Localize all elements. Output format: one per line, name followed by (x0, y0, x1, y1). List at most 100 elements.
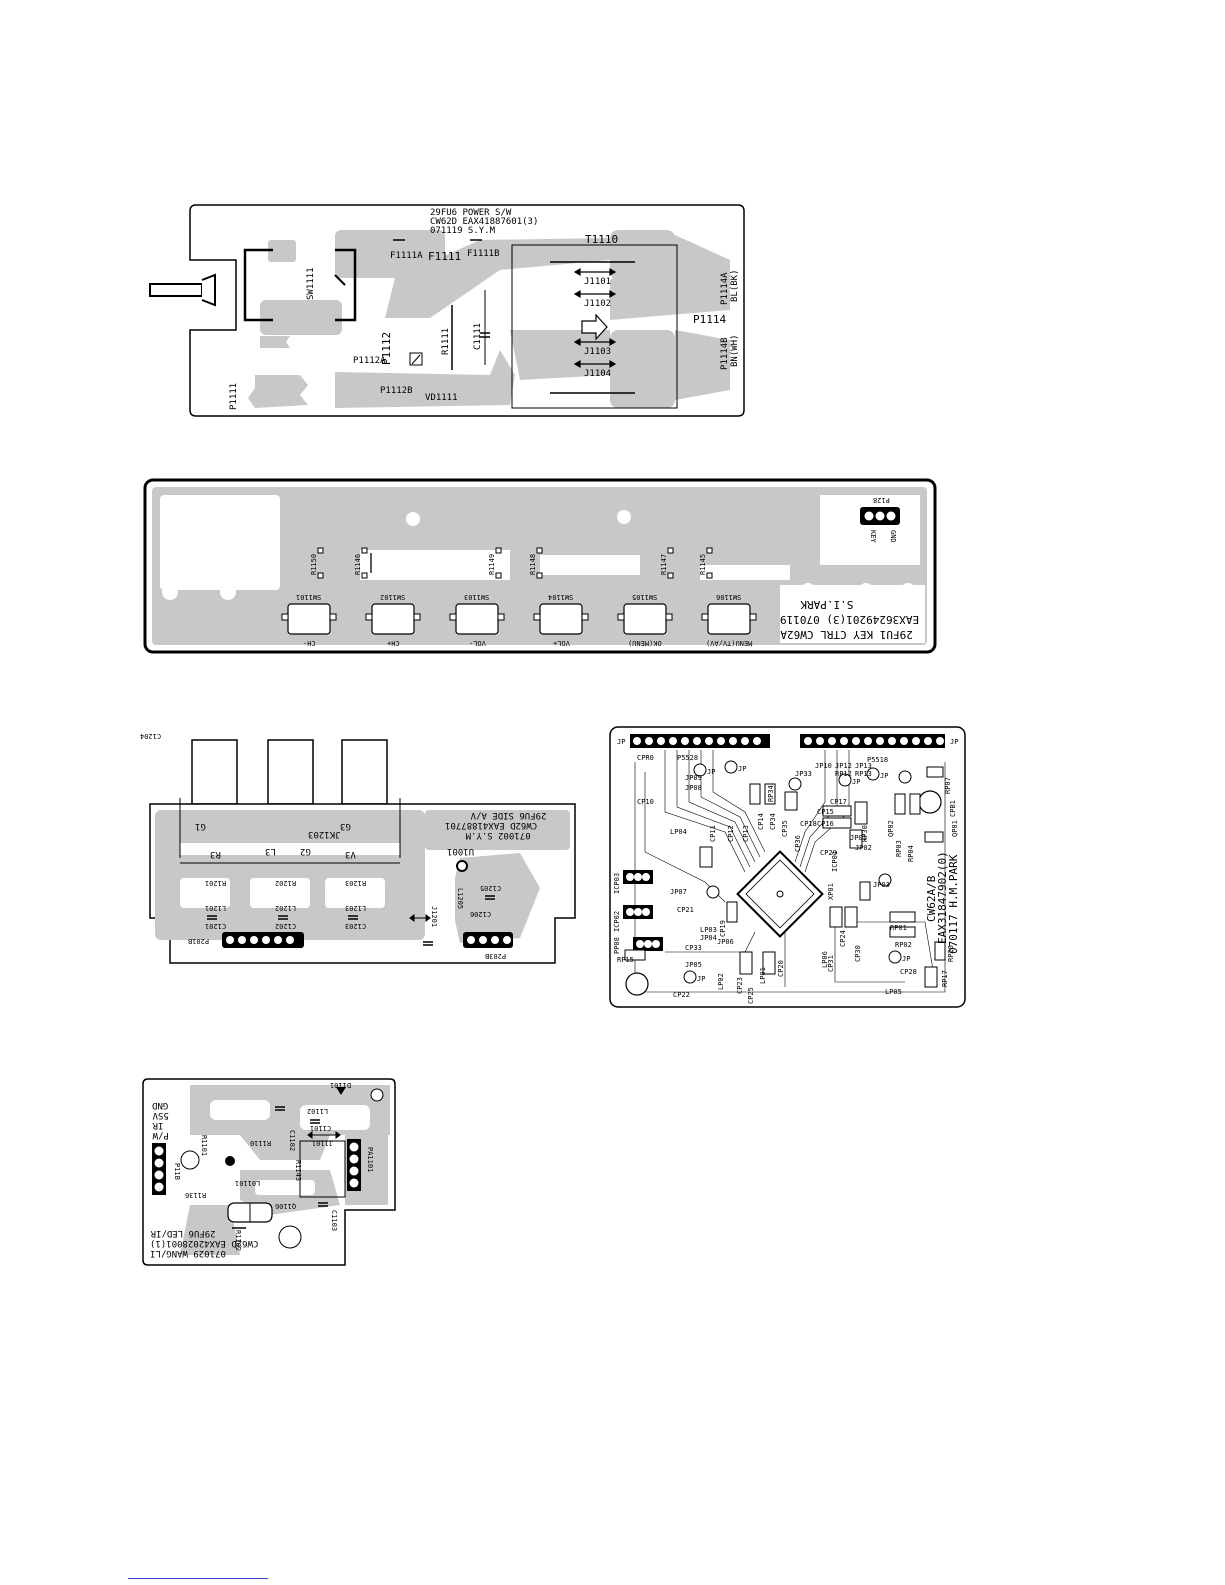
side-header-line-2: CW62D EAX41887701 (445, 820, 537, 830)
key-switch-sw1104: SW1104 (548, 593, 573, 601)
main-label-lp01: LP01 (759, 967, 767, 984)
side-label-c1203: C1203 (345, 922, 366, 930)
main-label-icp03: ICP03 (613, 873, 621, 894)
power-label-j1101: J1101 (584, 277, 611, 287)
side-label-p203b: P203B (485, 952, 506, 960)
led-ir-board: 29FU6 LED/IR CW62D EAX42028001(1) 071029… (140, 1075, 400, 1275)
main-label-rp13: RP13 (855, 770, 872, 778)
main-label-lp05: LP05 (885, 988, 902, 996)
power-label-sw1111: SW1111 (306, 267, 316, 300)
side-label-r3: R3 (210, 849, 221, 859)
main-label-jp09: JP09 (685, 774, 702, 782)
main-label-cp28: CP28 (900, 968, 917, 976)
main-label-jp08: JP08 (685, 784, 702, 792)
side-label-jk1203: JK1203 (308, 829, 341, 839)
main-label-jp10: JP10 (815, 762, 832, 770)
side-header-line-1: 29FU6 SIDE A/V (470, 810, 546, 820)
side-label-l1203: L1203 (345, 904, 366, 912)
key-res-r1148: R1148 (529, 554, 537, 575)
footer-rule (128, 1578, 268, 1579)
key-label-ch-minus: CH- (303, 639, 316, 647)
power-switch-board: 29FU6 POWER S/W CW62D EAX41887601(3) 071… (140, 200, 750, 425)
side-av-board: 29FU6 SIDE A/V CW62D EAX41887701 071002 … (140, 732, 585, 970)
side-label-j1201: J1201 (430, 906, 438, 927)
led-label-l01101: L01101 (235, 1179, 260, 1187)
side-label-c1205: C1205 (480, 884, 501, 892)
key-label-ok-menu: OK(MENU) (628, 639, 662, 647)
main-label-cp33: CP33 (685, 944, 702, 952)
led-label-j1101: J1101 (312, 1139, 333, 1147)
key-switch-sw1103: SW1103 (464, 593, 489, 601)
main-label-jp02: JP02 (855, 844, 872, 852)
power-label-bl-bk: BL(BK) (730, 269, 740, 302)
power-label-f1111b: F1111B (467, 249, 500, 259)
main-label-lp02: LP02 (717, 973, 725, 990)
side-label-g3: G3 (340, 821, 351, 831)
power-label-j1102: J1102 (584, 299, 611, 309)
key-res-r1149: R1149 (488, 554, 496, 575)
main-label-cp17: CP17 (830, 798, 847, 806)
main-label-cp18: CP18 (800, 820, 817, 828)
main-label-cp22: CP22 (673, 991, 690, 999)
key-header-line-1-display: 29FU1 KEY CTRL CW62A (780, 628, 913, 641)
main-label-jp-7: JP (697, 975, 705, 983)
main-label-jp-6: JP (880, 772, 888, 780)
main-label-jp-8: JP (902, 955, 910, 963)
main-label-jp12: JP12 (835, 762, 852, 770)
main-label-rp02: RP02 (895, 941, 912, 949)
key-res-r1145: R1145 (699, 554, 707, 575)
power-label-p1112: P1112 (380, 332, 393, 365)
main-label-cp34: CP34 (769, 813, 777, 830)
main-label-pp08: PP08 (613, 937, 621, 954)
led-label-r1101: R1101 (200, 1135, 208, 1156)
power-label-p1111: P1111 (229, 383, 239, 410)
main-label-lp03: LP03 (700, 926, 717, 934)
power-label-vd1111: VD1111 (425, 393, 458, 403)
main-label-cp14: CP14 (757, 813, 765, 830)
led-label-c1101: C1101 (310, 1124, 331, 1132)
side-label-v3: V3 (345, 849, 356, 859)
main-label-jp03: JP03 (873, 881, 890, 889)
main-label-jp33: JP33 (795, 770, 812, 778)
led-label-r1110: R1110 (250, 1139, 271, 1147)
main-label-cp30: CP30 (854, 945, 862, 962)
key-res-r1147: R1147 (660, 554, 668, 575)
key-connector-p128: P128 (873, 496, 890, 504)
main-label-jp-4: JP (738, 765, 746, 773)
led-header-line-3: 071029 WANG/LI (150, 1248, 226, 1258)
led-pin-pw: P/W (152, 1130, 169, 1140)
main-label-cp12: CP12 (727, 825, 735, 842)
main-label-p5528: P5528 (677, 754, 698, 762)
power-label-bn-wh: BN(WH) (730, 334, 740, 367)
side-label-l3: L3 (265, 846, 276, 856)
main-label-cp11: CP11 (709, 825, 717, 842)
main-label-cp15: CP15 (817, 808, 834, 816)
led-header-line-2: CW62D EAX42028001(1) (150, 1238, 258, 1248)
main-label-cpb1: CPB1 (949, 800, 957, 817)
main-label-cp36: CP36 (794, 835, 802, 852)
led-label-l1102: L1102 (307, 1107, 328, 1115)
led-pin-ir: IR (152, 1120, 163, 1130)
main-label-icp02: ICP02 (613, 911, 621, 932)
power-label-j1103: J1103 (584, 347, 611, 357)
key-label-vol-minus: VOL- (469, 639, 486, 647)
side-label-l1201: L1201 (205, 904, 226, 912)
main-label-rp04: RP04 (907, 845, 915, 862)
key-label-menu-tvav: MENU(TV/AV) (706, 639, 752, 647)
key-res-r1146: R1146 (354, 554, 362, 575)
power-label-p1114b: P1114B (720, 337, 730, 370)
main-label-jp07: JP07 (670, 888, 687, 896)
main-label-qp02: QP02 (887, 820, 895, 837)
key-switch-sw1106: SW1106 (716, 593, 741, 601)
main-label-rp03: RP03 (895, 840, 903, 857)
power-header-line-2: CW62D EAX41887601(3) (430, 217, 538, 227)
main-label-jp-2: JP (950, 738, 958, 746)
power-label-c1111: C1111 (473, 323, 483, 350)
key-switch-sw1105: SW1105 (632, 593, 657, 601)
main-label-rp17: RP17 (941, 970, 949, 987)
led-label-d1101: D1101 (330, 1081, 351, 1089)
led-label-q1106: Q1106 (275, 1202, 296, 1210)
led-pin-gnd: GND (152, 1100, 168, 1110)
led-label-r1143: R1143 (294, 1160, 302, 1181)
main-label-cp16: CP16 (817, 820, 834, 828)
